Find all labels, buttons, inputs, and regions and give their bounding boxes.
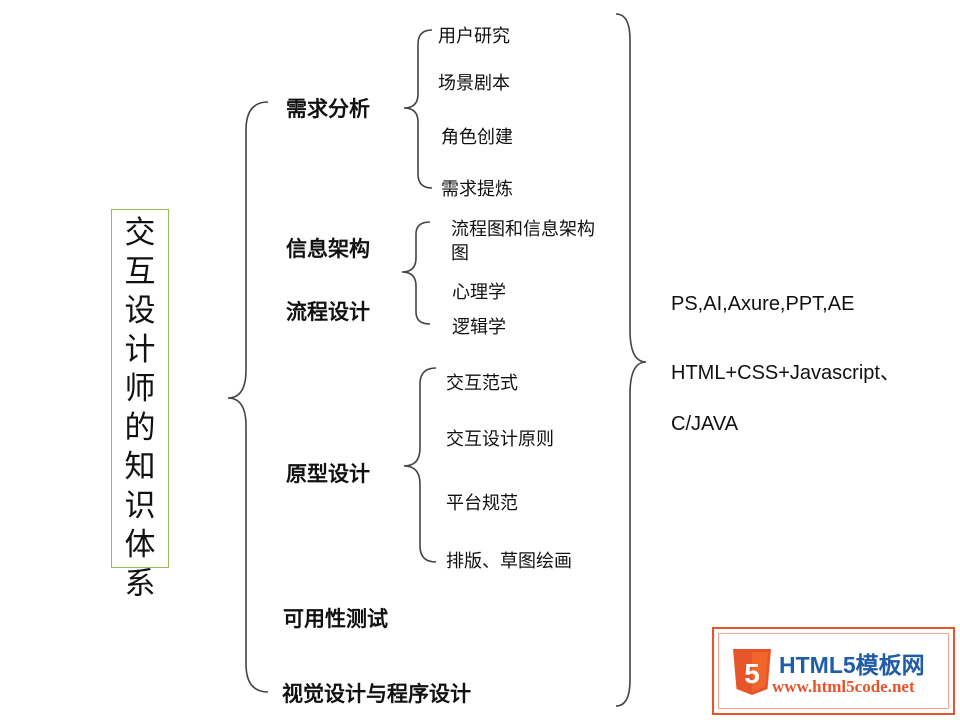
prototype-item-layout-sketch: 排版、草图绘画 bbox=[446, 551, 572, 572]
ia-item-logic: 逻辑学 bbox=[452, 317, 506, 338]
category-information-architecture: 信息架构 bbox=[286, 237, 370, 261]
needs-item-scenario: 场景剧本 bbox=[438, 73, 510, 94]
html5-template-logo: 5 HTML5模板网 www.html5code.net bbox=[712, 627, 955, 715]
needs-item-persona: 角色创建 bbox=[441, 127, 513, 148]
tools-line-programming: C/JAVA bbox=[671, 413, 739, 435]
root-title: 交互设计师的知识体系 bbox=[124, 215, 156, 602]
ia-item-flowchart: 流程图和信息架构图 bbox=[451, 219, 595, 264]
needs-item-requirements: 需求提炼 bbox=[441, 179, 513, 200]
prototype-brace bbox=[403, 367, 437, 563]
ia-item-psychology: 心理学 bbox=[452, 282, 506, 303]
html5-shield-icon: 5 bbox=[733, 649, 771, 695]
logo-title: HTML5模板网 bbox=[779, 652, 925, 678]
needs-brace bbox=[403, 29, 433, 189]
needs-item-user-research: 用户研究 bbox=[438, 26, 510, 47]
category-prototype-design: 原型设计 bbox=[286, 462, 370, 486]
logo-badge-number: 5 bbox=[744, 658, 760, 689]
logo-inner-border bbox=[718, 633, 949, 709]
category-visual-and-programming: 视觉设计与程序设计 bbox=[282, 682, 471, 706]
tools-brace bbox=[615, 13, 647, 707]
prototype-item-principles: 交互设计原则 bbox=[446, 429, 554, 450]
main-brace bbox=[227, 101, 269, 693]
category-needs-analysis: 需求分析 bbox=[286, 97, 370, 121]
category-process-design: 流程设计 bbox=[286, 300, 370, 324]
category-usability-testing: 可用性测试 bbox=[283, 607, 388, 631]
tools-line-design: PS,AI,Axure,PPT,AE bbox=[671, 293, 855, 315]
tools-line-web: HTML+CSS+Javascript、 bbox=[671, 362, 900, 384]
ia-brace bbox=[401, 221, 431, 325]
root-node: 交互设计师的知识体系 bbox=[111, 209, 169, 602]
prototype-item-platform: 平台规范 bbox=[446, 493, 518, 514]
logo-url: www.html5code.net bbox=[772, 677, 915, 696]
prototype-item-paradigm: 交互范式 bbox=[446, 373, 518, 394]
